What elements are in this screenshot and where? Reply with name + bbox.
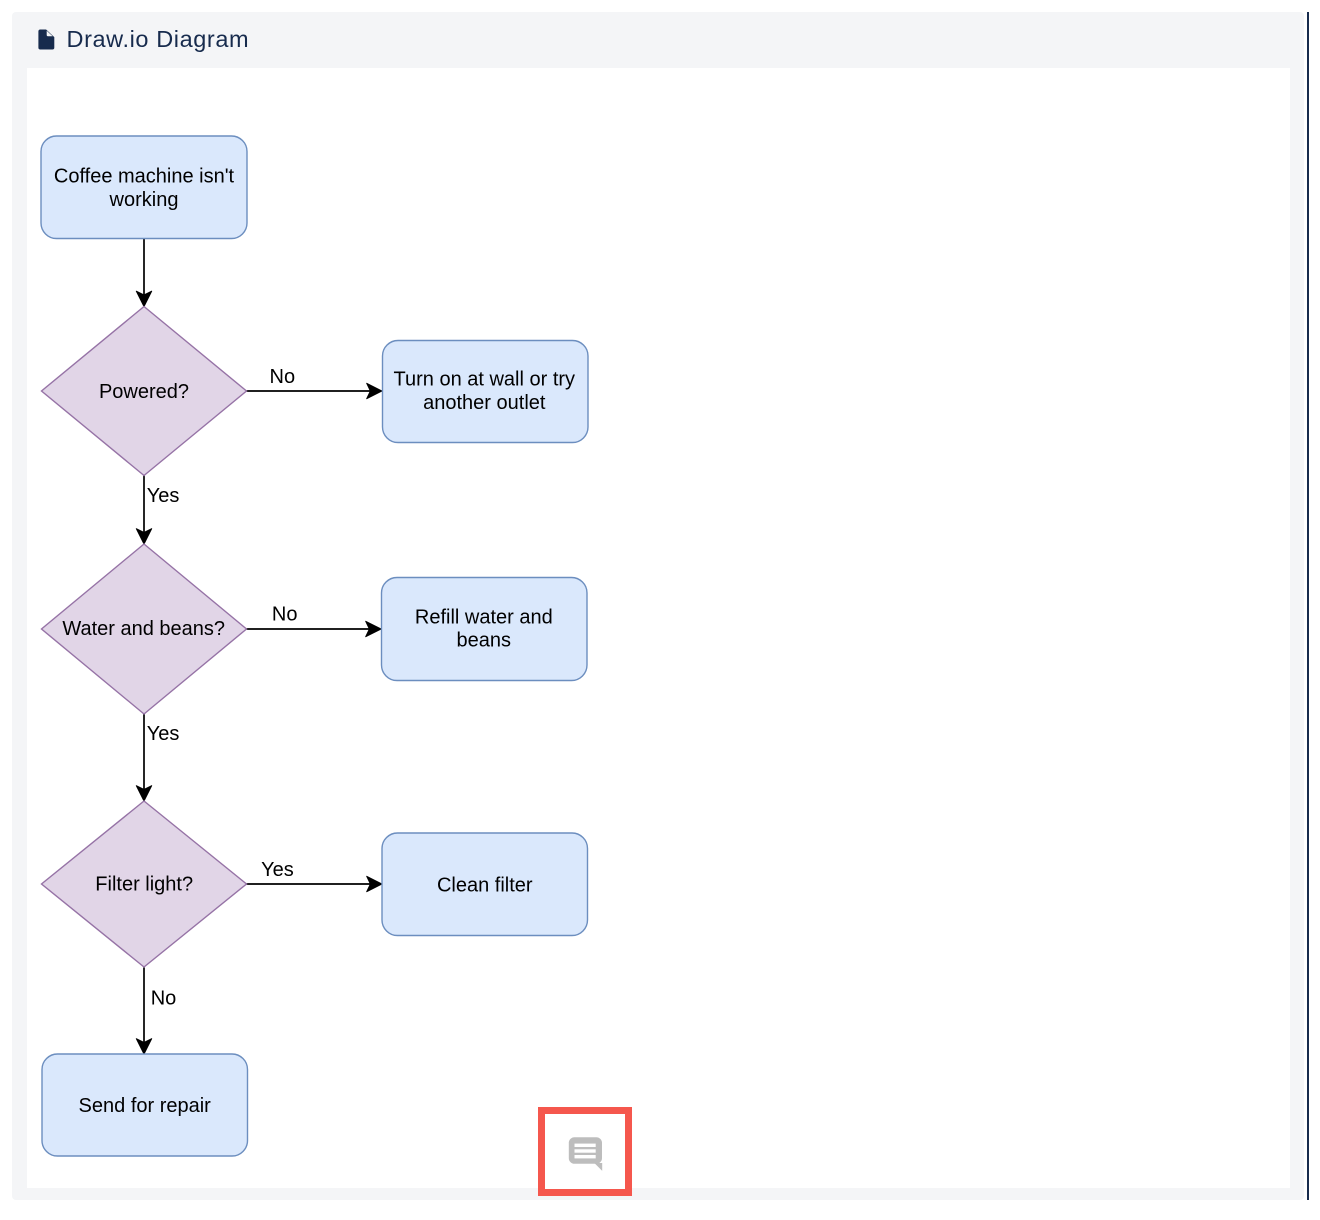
- svg-text:No: No: [270, 366, 296, 388]
- svg-text:Yes: Yes: [261, 859, 294, 881]
- svg-text:No: No: [272, 604, 298, 626]
- svg-text:Send for repair: Send for repair: [79, 1095, 212, 1117]
- svg-text:Yes: Yes: [147, 723, 180, 745]
- svg-text:Refill water and: Refill water and: [415, 607, 553, 629]
- svg-text:Turn on at wall or try: Turn on at wall or try: [394, 369, 576, 391]
- svg-text:Water and beans?: Water and beans?: [62, 618, 225, 640]
- svg-text:working: working: [109, 189, 179, 211]
- svg-text:another outlet: another outlet: [423, 392, 546, 414]
- svg-text:Powered?: Powered?: [99, 381, 189, 403]
- svg-text:Coffee machine isn't: Coffee machine isn't: [54, 165, 235, 187]
- svg-text:beans: beans: [457, 630, 512, 652]
- svg-text:Filter light?: Filter light?: [95, 873, 193, 895]
- svg-text:No: No: [151, 988, 177, 1010]
- svg-text:Clean filter: Clean filter: [437, 874, 533, 896]
- svg-text:Yes: Yes: [147, 485, 180, 507]
